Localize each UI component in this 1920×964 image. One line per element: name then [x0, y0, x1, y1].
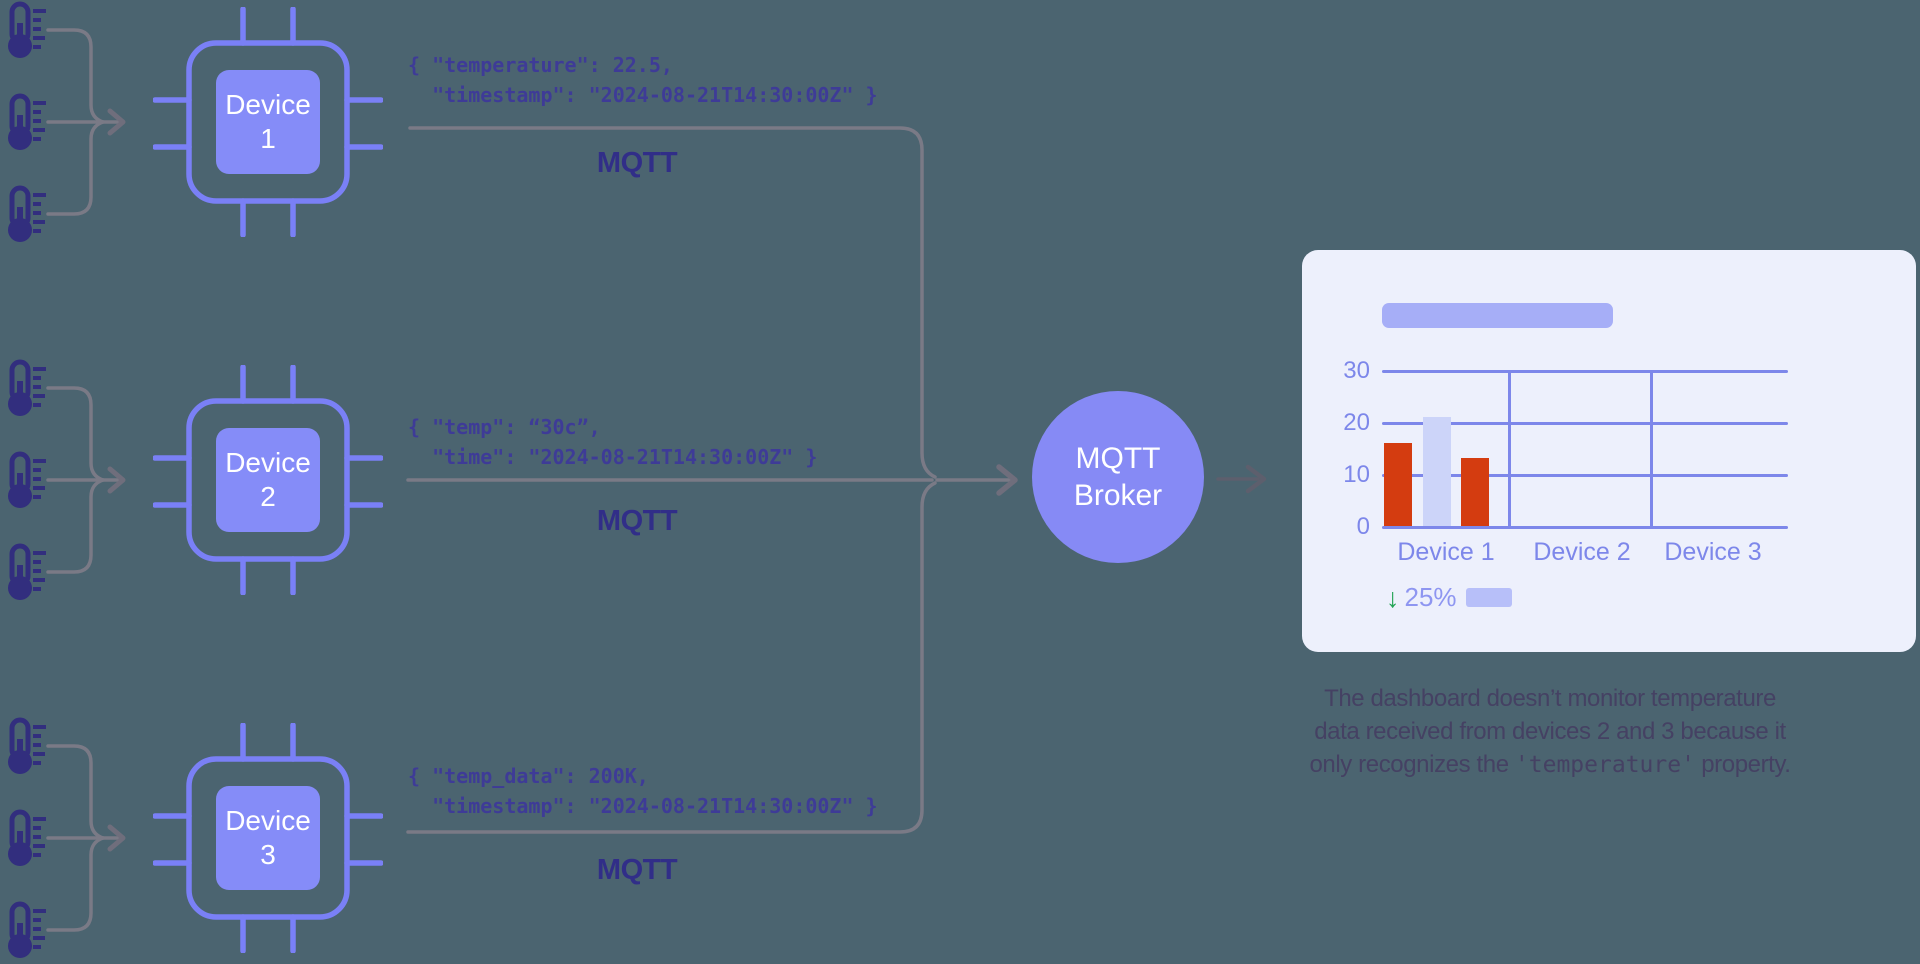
- protocol-label: MQTT: [596, 505, 678, 537]
- device-2-chip: Device 2: [153, 365, 383, 595]
- y-tick-label: 0: [1356, 513, 1370, 540]
- device-label-line2: 1: [260, 123, 276, 154]
- caption-line: The dashboard doesn’t monitor temperatur…: [1324, 685, 1776, 712]
- device-label-line2: 3: [260, 839, 276, 870]
- device-1-chip: Device 1: [153, 7, 383, 237]
- wire-device-1: [408, 126, 937, 479]
- category-divider: [1650, 370, 1653, 529]
- dashboard-card: 30 20 10 0 Device 1 Device 2 Device 3 ↓ …: [1302, 250, 1916, 652]
- device-3-payload: { "temp_data": 200K, "timestamp": "2024-…: [408, 761, 878, 821]
- payload-line: { "temp": “30c”,: [408, 415, 601, 439]
- mqtt-broker-node: MQTT Broker: [1032, 391, 1204, 563]
- payload-line: { "temperature": 22.5,: [408, 53, 673, 77]
- trend-value: 25%: [1404, 582, 1457, 612]
- device-label: Device 3: [216, 786, 320, 890]
- y-tick-label: 30: [1343, 357, 1370, 384]
- device-2-payload: { "temp": “30c”, "time": "2024-08-21T14:…: [408, 412, 817, 472]
- device-label-line1: Device: [225, 89, 311, 120]
- chart-bar: [1384, 443, 1412, 526]
- chart-bar: [1423, 417, 1451, 526]
- x-tick-label: Device 3: [1664, 538, 1762, 566]
- payload-line: "timestamp": "2024-08-21T14:30:00Z" }: [408, 83, 878, 107]
- payload-line: { "temp_data": 200K,: [408, 764, 649, 788]
- gridline-10: [1382, 474, 1788, 477]
- caption-text: property.: [1694, 751, 1791, 778]
- device-label: Device 2: [216, 428, 320, 532]
- protocol-label: MQTT: [596, 854, 678, 886]
- caption-line: data received from devices 2 and 3 becau…: [1314, 718, 1786, 745]
- device-label-line1: Device: [225, 805, 311, 836]
- x-tick-label: Device 2: [1533, 538, 1631, 566]
- gridline-20: [1382, 422, 1788, 425]
- device-1-payload: { "temperature": 22.5, "timestamp": "202…: [408, 50, 878, 110]
- trend-label-placeholder: [1465, 588, 1512, 607]
- dashboard-title-placeholder: [1382, 303, 1613, 328]
- caption: The dashboard doesn’t monitor temperatur…: [1260, 682, 1840, 782]
- caption-code: 'temperature': [1514, 752, 1695, 778]
- protocol-label: MQTT: [596, 147, 678, 179]
- broker-output-arrow-icon: [1245, 464, 1267, 494]
- device-3-chip: Device 3: [153, 723, 383, 953]
- caption-line: only recognizes the 'temperature' proper…: [1260, 748, 1840, 782]
- down-arrow-icon: ↓: [1386, 582, 1400, 613]
- y-tick-label: 20: [1343, 409, 1370, 436]
- caption-text: only recognizes the: [1309, 751, 1515, 778]
- broker-label-line2: Broker: [1073, 479, 1163, 512]
- payload-line: "timestamp": "2024-08-21T14:30:00Z" }: [408, 794, 878, 818]
- broker-input-arrow-icon: [996, 464, 1018, 496]
- device-label-line1: Device: [225, 447, 311, 478]
- y-tick-label: 10: [1343, 461, 1370, 488]
- chart-bar: [1461, 458, 1489, 526]
- broker-label-line1: MQTT: [1075, 442, 1161, 475]
- category-divider: [1508, 370, 1511, 529]
- x-tick-label: Device 1: [1397, 538, 1495, 566]
- gridline-30: [1382, 370, 1788, 373]
- gridline-0: [1382, 526, 1788, 529]
- wire-device-3: [406, 481, 937, 834]
- device-label-line2: 2: [260, 481, 276, 512]
- payload-line: "time": "2024-08-21T14:30:00Z" }: [408, 445, 818, 469]
- trend-indicator: ↓ 25%: [1386, 582, 1512, 613]
- device-label: Device 1: [216, 70, 320, 174]
